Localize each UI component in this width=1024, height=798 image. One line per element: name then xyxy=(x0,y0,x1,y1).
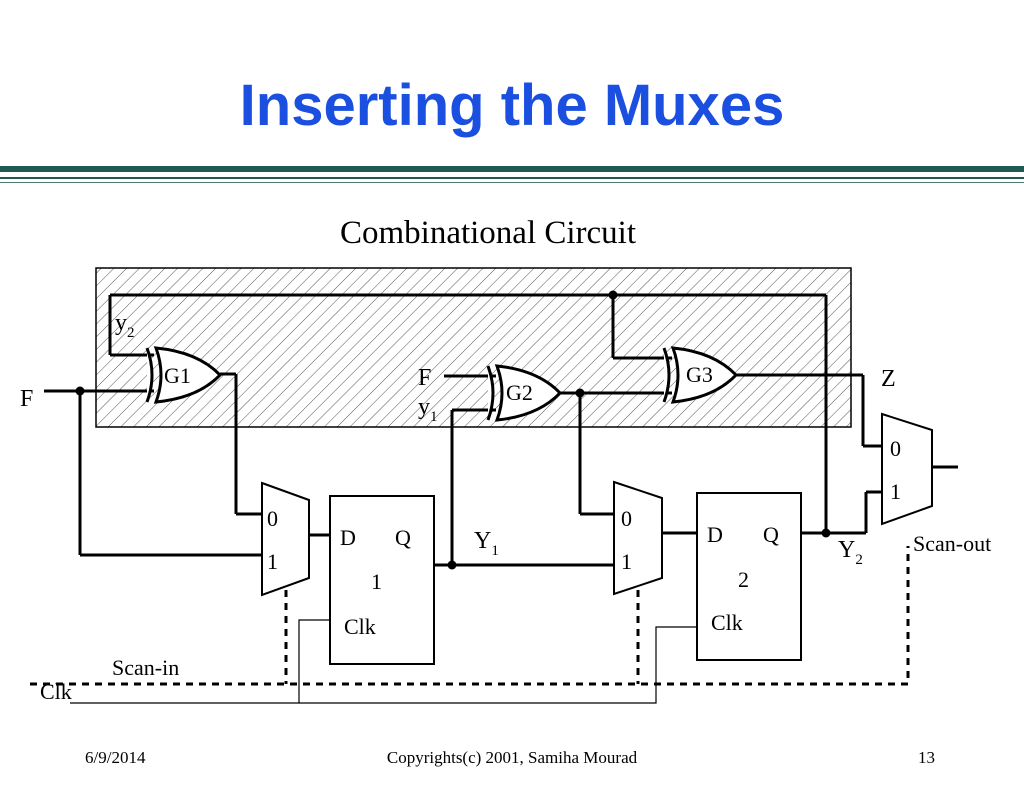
flipflop-1 xyxy=(329,495,435,665)
title-rule-thin xyxy=(0,177,1024,179)
ff1-d-label: D xyxy=(340,525,356,550)
flipflop-2 xyxy=(696,492,802,661)
footer-date: 6/9/2014 xyxy=(85,748,146,767)
title-rule-thick xyxy=(0,166,1024,172)
mux-out xyxy=(881,412,933,526)
gate-g3-label: G3 xyxy=(686,362,713,387)
input-f-label: F xyxy=(20,386,33,412)
footer-page-number: 13 xyxy=(918,748,935,767)
footer-copyright: Copyrights(c) 2001, Samiha Mourad xyxy=(386,748,638,767)
y1-label: y1 xyxy=(418,394,438,425)
slide-title: Inserting the Muxes xyxy=(239,73,785,138)
mux-1-in0: 0 xyxy=(267,506,278,531)
ff2-index-label: 2 xyxy=(738,567,749,592)
mux-1 xyxy=(261,481,310,597)
ff1-index-label: 1 xyxy=(371,569,382,594)
ff2-clk-label: Clk xyxy=(711,610,743,635)
title-rule-hairline xyxy=(0,182,1024,183)
Y2-label: Y2 xyxy=(838,537,863,568)
ff2-d-label: D xyxy=(707,522,723,547)
gate-g1 xyxy=(145,346,223,404)
mux-2-in1: 1 xyxy=(621,549,632,574)
ff1-q-label: Q xyxy=(395,525,411,550)
y2-label: y2 xyxy=(115,310,135,341)
combinational-region xyxy=(95,267,852,428)
mux-2 xyxy=(613,480,663,596)
gate-g2 xyxy=(486,364,563,422)
gate-g3 xyxy=(662,346,739,404)
mux-out-in1: 1 xyxy=(890,479,901,504)
gate-g1-label: G1 xyxy=(164,363,191,388)
input-f-g2-label: F xyxy=(418,365,431,391)
Y1-label: Y1 xyxy=(474,528,499,559)
output-z-label: Z xyxy=(881,366,896,392)
ff2-q-label: Q xyxy=(763,522,779,547)
ff1-clk-label: Clk xyxy=(344,614,376,639)
mux-1-in1: 1 xyxy=(267,549,278,574)
gate-g2-label: G2 xyxy=(506,380,533,405)
scan-out-label: Scan-out xyxy=(913,531,991,556)
clk-input-label: Clk xyxy=(40,679,72,704)
scan-in-label: Scan-in xyxy=(112,655,179,680)
region-label: Combinational Circuit xyxy=(340,215,636,251)
mux-2-in0: 0 xyxy=(621,506,632,531)
mux-out-in0: 0 xyxy=(890,436,901,461)
